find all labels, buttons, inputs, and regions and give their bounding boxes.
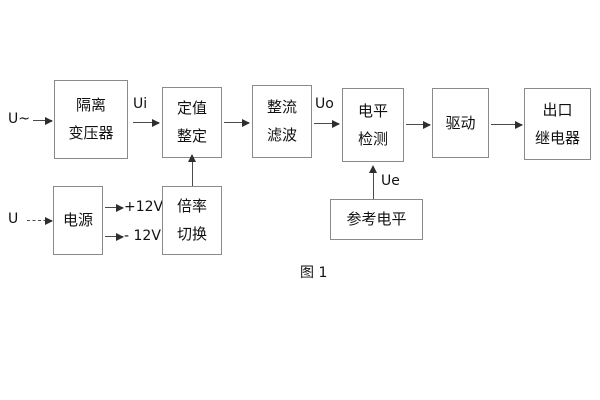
block-reference-level-line1: 参考电平 [346, 210, 407, 228]
block-isolation-transformer[interactable]: 隔离 变压器 [54, 80, 128, 159]
ue-arrow [369, 165, 378, 199]
block-power-supply-line1: 电源 [62, 211, 93, 229]
setting-to-rectify-arrow [224, 118, 250, 127]
block-setting-value[interactable]: 定值 整定 [162, 87, 222, 158]
block-multiplier-switch[interactable]: 倍率 切换 [162, 186, 222, 255]
positive-rail-label: +12V [124, 199, 164, 215]
ue-label: Ue [381, 173, 400, 189]
drive-to-relay-arrow [491, 120, 523, 129]
block-rectify-filter-line1: 整流 [266, 98, 297, 116]
block-power-supply[interactable]: 电源 [53, 186, 103, 255]
block-level-detection-line2: 检测 [357, 129, 388, 148]
block-multiplier-switch-line2: 切换 [176, 225, 207, 243]
negative-rail-arrow [105, 232, 124, 241]
block-drive[interactable]: 驱动 [432, 88, 489, 158]
uo-label: Uo [315, 96, 334, 112]
block-rectify-filter[interactable]: 整流 滤波 [252, 85, 312, 158]
figure-caption: 图 1 [300, 265, 328, 281]
dc-input-label: U [8, 211, 19, 227]
block-setting-value-line1: 定值 [176, 99, 207, 117]
block-isolation-transformer-line1: 隔离 [75, 96, 106, 114]
dc-input-arrow [27, 216, 53, 225]
block-level-detection[interactable]: 电平 检测 [342, 88, 404, 162]
block-setting-value-line2: 整定 [176, 127, 207, 145]
ac-input-arrow [33, 116, 53, 125]
block-output-relay[interactable]: 出口 继电器 [524, 88, 591, 160]
block-rectify-filter-line2: 滤波 [266, 126, 297, 144]
block-drive-line1: 驱动 [445, 113, 476, 132]
block-output-relay-line1: 出口 [542, 100, 573, 119]
negative-rail-label: - 12V [124, 228, 161, 244]
positive-rail-arrow [105, 203, 124, 212]
block-reference-level[interactable]: 参考电平 [330, 199, 423, 240]
ui-arrow [133, 118, 160, 127]
level-to-drive-arrow [406, 120, 431, 129]
uo-arrow [314, 119, 340, 128]
multiplier-to-setting-arrow [188, 154, 197, 186]
ac-input-label: U~ [8, 111, 30, 127]
block-isolation-transformer-line2: 变压器 [68, 124, 114, 142]
block-multiplier-switch-line1: 倍率 [176, 197, 207, 215]
block-level-detection-line1: 电平 [357, 101, 388, 120]
block-output-relay-line2: 继电器 [534, 128, 580, 147]
ui-label: Ui [133, 96, 148, 112]
